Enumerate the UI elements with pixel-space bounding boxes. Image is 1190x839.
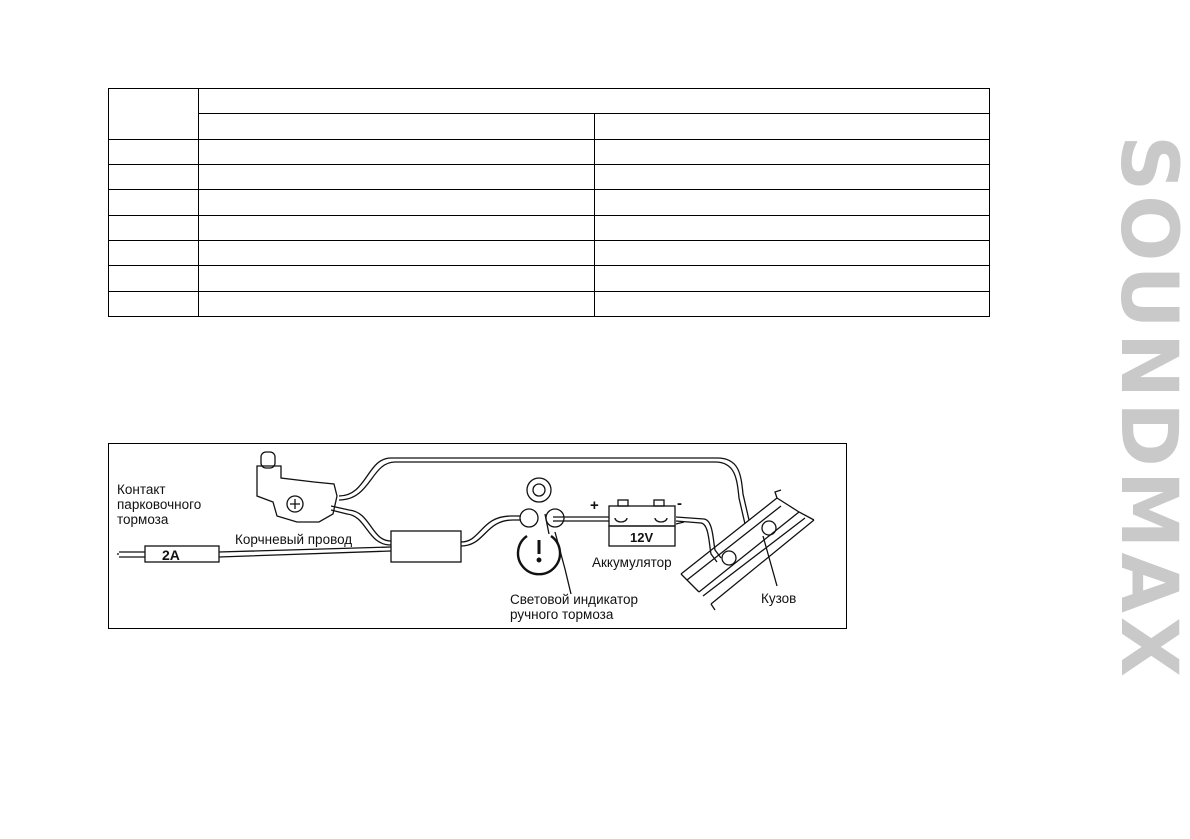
table-cell [108,265,199,292]
table-cell [593,239,990,267]
table-cell [198,214,595,241]
wire-to-lamp [460,515,521,547]
body-label: Кузов [761,591,797,606]
table-cell [593,113,990,140]
parking-brake-switch [256,451,338,523]
contact-label: Контакт парковочного тормоза [117,482,202,527]
brand-watermark: SOUNDMAX [1103,135,1190,681]
table-cell [593,265,990,292]
table-cell [198,265,595,292]
parking-brake-wiring-diagram: Контакт парковочного тормоза 2A Корчневы… [108,443,847,629]
table-cell [108,214,199,241]
table-cell [593,189,990,216]
table-cell [198,87,990,115]
battery-plus-label: + [590,497,599,514]
table-cell [108,189,199,216]
battery-voltage-label: 12V [630,530,654,545]
table-cell [108,290,199,318]
table-row [109,113,990,140]
table-row [108,239,990,267]
table-cell [593,163,990,191]
table-row [108,265,990,292]
lamp-label: Световой индикатор ручного тормоза [510,592,639,622]
wire-battery-body [675,516,722,563]
brown-wire-label: Корчневый провод [235,532,353,547]
table-cell [593,214,990,241]
table-cell [108,138,199,165]
table-cell [593,290,990,318]
table-row [108,138,990,165]
table-cell [108,163,199,191]
empty-ruled-table [108,87,990,318]
vehicle-body-chassis [680,489,815,611]
fuse-label: 2A [162,547,180,563]
wire-brown [218,546,392,558]
battery [608,499,685,547]
table-cell [108,239,199,267]
wire-lamp-battery [553,516,609,522]
table-row [108,87,990,140]
table-row [108,163,990,191]
wire-input [119,551,145,558]
table-cell [198,163,595,191]
table-cell [198,113,595,140]
table-cell [198,239,595,267]
fuse-body [144,545,220,563]
table-row [108,290,990,318]
table-row [108,189,990,216]
wire-top-loop [338,457,750,525]
table-cell [593,138,990,165]
battery-label: Аккумулятор [592,555,672,570]
battery-minus-label: - [677,495,682,512]
table-cell [198,138,595,165]
table-cell [198,290,595,318]
table-row [108,214,990,241]
table-cell [198,189,595,216]
brake-indicator-lamp [516,477,572,595]
inline-connector-box [390,530,462,563]
wire-to-switch [330,505,392,546]
wiring-illustration [117,451,815,611]
table-cell [108,88,199,140]
